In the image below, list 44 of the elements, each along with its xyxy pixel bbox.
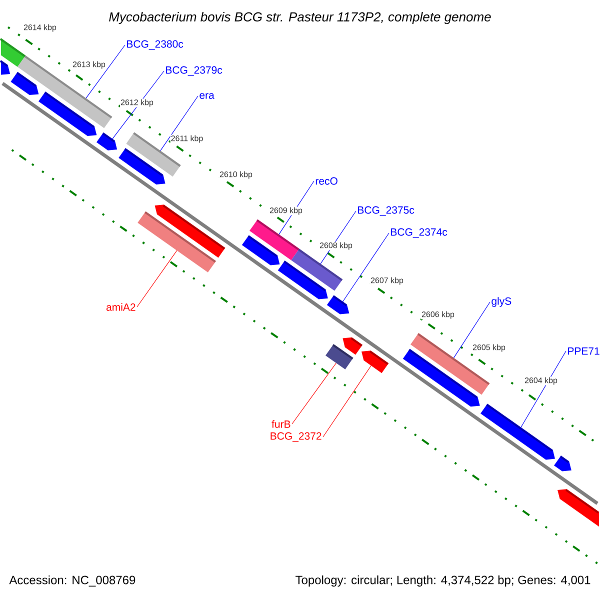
scale-label: 2614 kbp <box>23 24 57 32</box>
leader-line <box>112 70 164 140</box>
gene-label: glyS <box>492 297 512 307</box>
leader-line <box>342 232 390 302</box>
gene-label: amiA2 <box>106 303 136 311</box>
gene-label: era <box>200 93 214 99</box>
leader-line <box>86 44 126 98</box>
scale-label: 2604 kbp <box>524 376 558 386</box>
gene-bar <box>138 211 216 272</box>
leader-line <box>320 210 356 264</box>
gene-bar <box>291 248 343 291</box>
scale-label: 2610 kbp <box>219 170 253 180</box>
scale-label: 2607 kbp <box>370 276 404 286</box>
scale-label: 2611 kbp <box>170 134 204 144</box>
gene-label: BCG_2380c <box>127 40 184 50</box>
accession-text: Accession: NC_008769 <box>9 575 136 587</box>
gene-label: BCG_2375c <box>358 206 414 216</box>
leader-line <box>453 302 490 358</box>
leader-line <box>520 350 566 428</box>
gene-bar <box>250 219 300 260</box>
scale-label: 2613 kbp <box>72 60 106 70</box>
gene-label: furB <box>272 420 290 428</box>
leader-line <box>292 362 336 424</box>
scale-label: 2609 kbp <box>269 206 303 216</box>
genome-info-text: Topology: circular; Length: 4,374,522 bp; Genes: 4,001 <box>296 575 590 587</box>
gene-bar <box>410 333 490 395</box>
gene-bar <box>480 404 555 460</box>
leader-line <box>136 250 178 308</box>
gene-bar <box>326 295 350 314</box>
scale-label: 2612 kbp <box>120 98 154 108</box>
gene-bar <box>96 132 118 150</box>
gene-label: PPE71 <box>568 347 600 355</box>
title: Mycobacterium bovis BCG str. Pasteur 1173P2, complete genome <box>109 12 491 24</box>
gene-label: BCG_2379c <box>166 66 222 76</box>
leader-line <box>322 365 372 438</box>
gene-bar <box>326 344 354 370</box>
scale-label: 2608 kbp <box>319 242 353 250</box>
gene-label: BCG_2372 <box>270 432 322 442</box>
scale-label: 2605 kbp <box>472 344 506 352</box>
scale-label: 2606 kbp <box>421 310 455 320</box>
gene-label: BCG_2374c <box>391 228 448 238</box>
leader-line <box>160 96 198 151</box>
gene-label: recO <box>316 177 338 185</box>
gene-bar <box>362 350 389 374</box>
